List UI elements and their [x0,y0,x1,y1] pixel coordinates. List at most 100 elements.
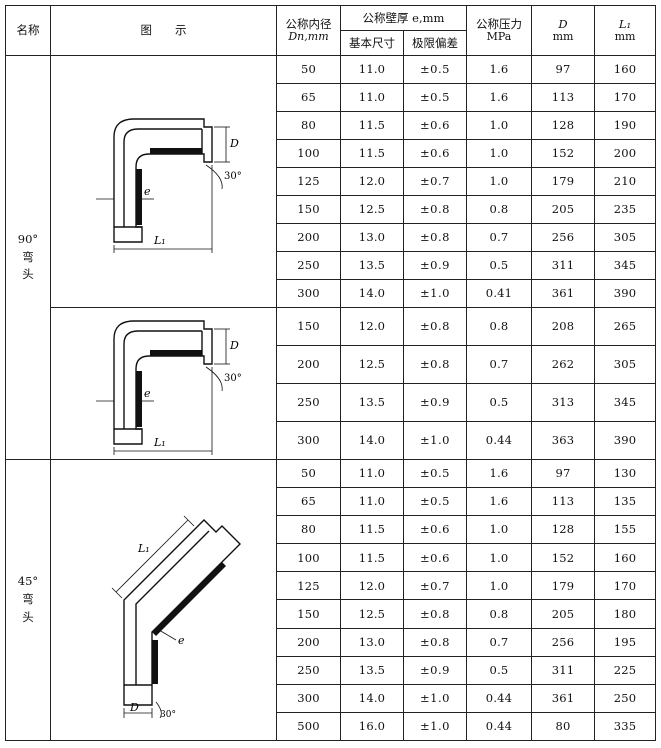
cell-pressure: 0.8 [466,307,532,346]
cell-wall-basic: 13.5 [340,655,404,685]
cell-d: 361 [531,279,595,308]
cell-pressure: 1.6 [466,458,532,489]
cell-dn: 300 [276,421,341,460]
cell-wall-tol: ±0.8 [403,627,467,657]
cell-wall-basic: 11.0 [340,55,404,84]
figure-label-angle: 30° [224,171,242,182]
header-dn: 公称内径 Dn,mm [276,5,341,56]
cell-pressure: 0.44 [466,711,532,741]
header-wall: 公称壁厚 e,mm [340,5,467,31]
cell-d: 313 [531,383,595,422]
cell-l1: 305 [594,345,656,384]
cell-pressure: 0.44 [466,683,532,713]
cell-wall-tol: ±0.8 [403,599,467,629]
header-dn-line1: 公称内径 [285,17,332,32]
cell-l1: 345 [594,251,656,280]
cell-wall-basic: 13.5 [340,251,404,280]
cell-wall-tol: ±0.9 [403,383,467,422]
header-d-line1: D [558,17,568,32]
elbow-90-drawing: D30°eL₁ [95,117,242,253]
cell-wall-basic: 13.0 [340,223,404,252]
cell-d: 113 [531,83,595,112]
header-dn-line2: Dn,mm [288,29,329,43]
group-name-line: 头 [22,609,34,624]
cell-d: 262 [531,345,595,384]
cell-wall-tol: ±0.6 [403,543,467,573]
cell-wall-tol: ±0.5 [403,83,467,112]
cell-pressure: 1.0 [466,515,532,545]
cell-dn: 125 [276,571,341,601]
header-wall-basic: 基本尺寸 [340,30,404,56]
cell-pressure: 0.5 [466,251,532,280]
cell-pressure: 1.6 [466,83,532,112]
cell-wall-basic: 14.0 [340,421,404,460]
cell-wall-tol: ±0.8 [403,223,467,252]
cell-dn: 250 [276,655,341,685]
cell-wall-tol: ±0.6 [403,515,467,545]
cell-wall-tol: ±1.0 [403,683,467,713]
cell-l1: 160 [594,543,656,573]
header-wall-tol: 极限偏差 [403,30,467,56]
cell-d: 80 [531,711,595,741]
cell-pressure: 1.6 [466,487,532,517]
cell-pressure: 1.0 [466,543,532,573]
header-d-line2: mm [552,29,574,43]
cell-wall-tol: ±0.5 [403,55,467,84]
group-name-text: 45° 弯头 [18,573,38,626]
cell-pressure: 0.41 [466,279,532,308]
cell-l1: 190 [594,111,656,140]
group-name-line: 弯 [22,592,34,607]
figure-label-d: D [129,701,139,714]
cell-dn: 80 [276,515,341,545]
cell-wall-basic: 13.5 [340,383,404,422]
group-name-line: 45° [17,574,39,589]
cell-l1: 335 [594,711,656,741]
cell-dn: 200 [276,345,341,384]
cell-l1: 235 [594,195,656,224]
elbow-90-drawing: D30°eL₁ [95,319,242,455]
cell-wall-tol: ±0.9 [403,251,467,280]
cell-l1: 225 [594,655,656,685]
cell-l1: 155 [594,515,656,545]
cell-wall-basic: 12.0 [340,571,404,601]
cell-d: 256 [531,223,595,252]
cell-wall-basic: 16.0 [340,711,404,741]
group-name-line: 90° [17,231,39,246]
cell-pressure: 0.8 [466,599,532,629]
cell-l1: 180 [594,599,656,629]
group-name-text: 90°弯头 [18,231,38,284]
header-l1-line1: L₁ [618,17,632,32]
cell-wall-basic: 12.5 [340,195,404,224]
figure-label-angle: 30° [224,373,242,384]
cell-pressure: 1.6 [466,55,532,84]
header-pressure: 公称压力 MPa [466,5,532,56]
cell-dn: 125 [276,167,341,196]
cell-dn: 150 [276,195,341,224]
cell-pressure: 0.8 [466,195,532,224]
cell-l1: 135 [594,487,656,517]
figure-label-l1: L₁ [153,234,166,247]
cell-l1: 210 [594,167,656,196]
header-l1: L₁ mm [594,5,656,56]
cell-l1: 200 [594,139,656,168]
cell-l1: 250 [594,683,656,713]
cell-l1: 160 [594,55,656,84]
cell-dn: 200 [276,627,341,657]
cell-wall-basic: 11.5 [340,139,404,168]
cell-d: 361 [531,683,595,713]
header-pressure-line2: MPa [486,29,512,43]
cell-pressure: 0.7 [466,345,532,384]
cell-wall-basic: 12.0 [340,307,404,346]
figure-label-l1: L₁ [137,542,150,555]
figure-label-e: e [178,634,185,647]
cell-wall-basic: 11.0 [340,487,404,517]
